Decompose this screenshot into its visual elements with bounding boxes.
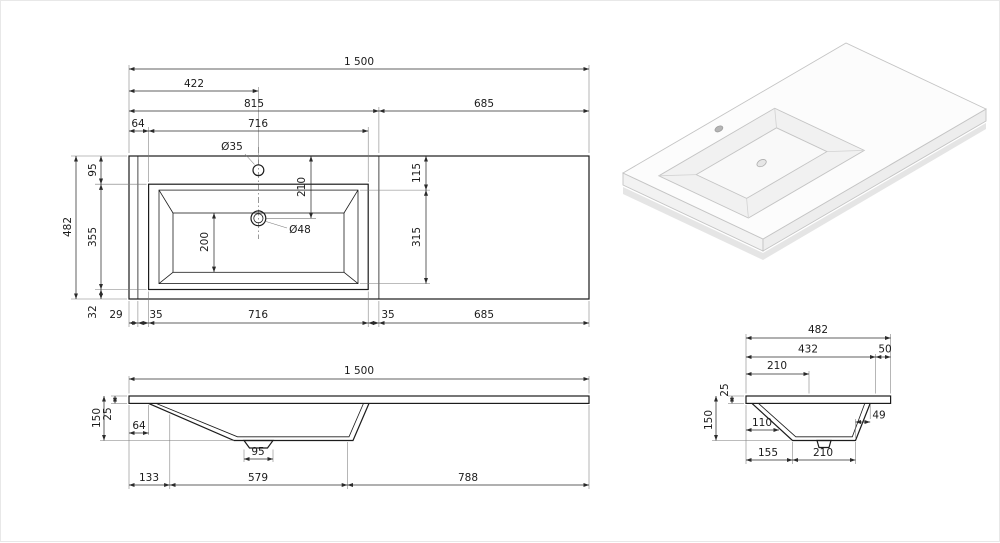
iso-tap-hole [714,125,724,133]
front-basin-inner-line [155,403,364,438]
side-view: 482 432 50 210 25 150 110 49 155 210 [703,324,892,464]
front-dim-underside-center: 579 [248,472,268,484]
iso-drain-hole [756,159,767,168]
plan-dim-rim-wall-right: 35 [381,309,394,321]
side-drain-outlet [816,439,832,449]
plan-dim-basin-zone: 815 [244,98,264,110]
side-dim-inner-depth: 432 [798,344,818,356]
plan-dim-basin-width: 355 [87,227,99,247]
plan-dim-total-depth: 482 [62,217,74,237]
plan-dim-inner-offset-top: 115 [411,163,423,183]
plan-view: 1 500 422 815 685 64 716 95 355 482 32 1… [62,56,590,327]
front-countertop-slab [128,395,590,405]
plan-basin-corner-line [158,189,174,214]
side-dim-total-depth: 482 [808,324,828,336]
plan-dim-rim-offset-top: 95 [87,163,99,176]
plan-dim-basin-length-bottom: 716 [248,309,268,321]
drain-hole-leader [265,221,288,229]
side-basin-inner-line [758,403,866,438]
front-dim-total-height: 150 [91,408,103,428]
front-dim-rim-offset-left: 64 [132,420,146,432]
side-dimension-labels: 482 432 50 210 25 150 110 49 155 210 [703,324,892,459]
front-dim-drain-width: 95 [251,446,264,458]
drain-hole [250,210,267,227]
plan-dim-rim-wall-left: 35 [149,309,162,321]
plan-dim-total-length: 1 500 [344,56,374,68]
front-dimension-labels: 1 500 25 150 64 95 133 579 788 [91,365,478,484]
plan-dim-rim-offset-bottom: 32 [87,305,99,318]
side-dim-deck-front: 210 [767,360,787,372]
side-dimension-lines [713,335,891,463]
plan-dimension-lines [73,66,589,326]
plan-geometry [128,147,590,300]
tap-hole [252,164,265,177]
plan-countertop-outline [128,155,590,300]
iso-shadow [623,123,986,260]
iso-basin-corner [774,108,777,128]
side-dim-back-edge: 50 [878,344,891,356]
iso-basin-corner [658,174,697,177]
plan-basin-corner-line [343,271,359,284]
drain-hole-inner [253,213,264,224]
iso-render [622,42,987,260]
plan-dim-drain-center: 210 [296,177,308,197]
plan-dim-edge-offset: 29 [109,309,122,321]
plan-dim-basin-length: 716 [248,118,268,130]
front-view: 1 500 25 150 64 95 133 579 788 [91,365,590,489]
plan-dim-tap-center: 422 [184,78,204,90]
side-countertop-slab [745,395,892,405]
side-dim-floor-offset-front: 110 [752,417,772,429]
tap-hole-leader [244,153,255,165]
side-dim-top-thickness: 25 [719,383,731,396]
plan-dim-bowl-floor: 200 [199,232,211,252]
plan-basin-corner-line [158,271,174,284]
front-dim-underside-left: 133 [139,472,159,484]
plan-dim-deck-length-bottom: 685 [474,309,494,321]
iso-basin-corner [746,198,749,219]
front-dim-top-thickness: 25 [102,407,114,420]
plan-basin-corner-line [343,189,359,214]
front-geometry [128,395,590,449]
side-dim-bottom-front: 155 [758,447,778,459]
side-dim-bottom-flat: 210 [813,447,833,459]
front-basin-outline [148,402,370,442]
plan-dim-inner-width: 315 [411,227,423,247]
iso-basin-corner [826,150,865,152]
plan-dim-rim-offset-left: 64 [131,118,145,130]
plan-dim-tap-diameter: Ø35 [221,141,243,153]
side-extension-lines [712,334,891,464]
front-dim-underside-right: 788 [458,472,478,484]
front-dim-total-length: 1 500 [344,365,374,377]
front-extension-lines [100,376,590,489]
plan-basin-rim [148,183,369,291]
front-drain-outlet [242,439,275,449]
plan-dim-deck-length: 685 [474,98,494,110]
plan-dimension-labels: 1 500 422 815 685 64 716 95 355 482 32 1… [62,56,494,321]
side-dim-wall-run: 49 [872,410,885,422]
front-dimension-lines [101,376,589,488]
side-dim-total-height: 150 [703,410,715,430]
plan-dim-drain-diameter: Ø48 [289,224,311,236]
